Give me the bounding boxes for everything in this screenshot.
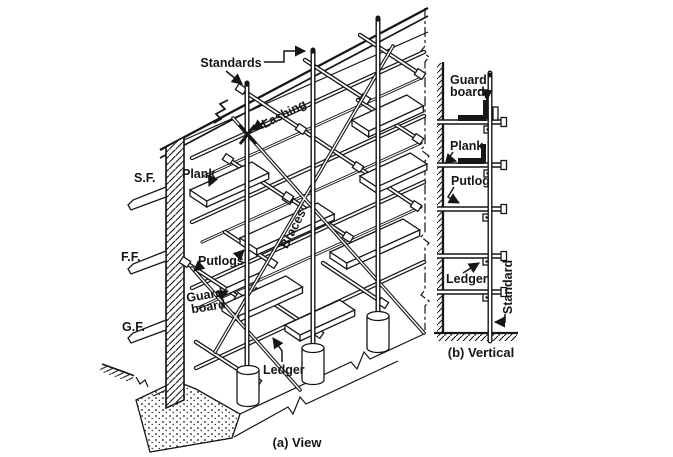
svg-text:Guard: Guard <box>185 285 224 305</box>
label-second-floor: S.F. <box>134 171 156 185</box>
plank-section <box>458 115 486 121</box>
label-ground-floor: G.F. <box>122 320 145 334</box>
break-line-vertical <box>420 8 430 330</box>
label-standard-b: Standard <box>501 260 515 314</box>
caption-view-a: (a) View <box>273 435 323 450</box>
putlog-bars <box>437 116 508 298</box>
label-ledger: Ledger <box>263 363 305 377</box>
label-guard-board-b: Guard board <box>450 73 487 99</box>
leader-arrows-b <box>444 89 506 328</box>
slab-first-floor <box>127 250 167 275</box>
wall-line <box>437 62 445 333</box>
ground-line <box>434 331 518 341</box>
standard-pole <box>487 70 499 344</box>
plank-board <box>283 299 357 343</box>
slab-ground-floor <box>127 319 167 344</box>
svg-text:board: board <box>190 297 226 316</box>
label-ledger-b: Ledger <box>446 272 488 286</box>
label-plank-b: Plank <box>450 139 483 153</box>
guard-board-section <box>483 100 488 119</box>
label-plank: Plank <box>182 167 215 181</box>
foundation <box>135 380 241 453</box>
svg-text:Guard: Guard <box>450 73 487 87</box>
standards-poles <box>244 16 381 370</box>
joint-pin <box>492 106 499 121</box>
svg-text:board: board <box>450 85 485 99</box>
view-a: Standards Lashing S.F. Plank F.F. Putlog… <box>99 6 430 453</box>
ground-break-lines <box>233 333 425 438</box>
caption-view-b: (b) Vertical <box>448 345 514 360</box>
slab-second-floor <box>127 186 167 211</box>
drum-bases <box>236 310 390 408</box>
label-first-floor: F.F. <box>121 250 140 264</box>
label-guard-board: Guard board <box>185 285 226 316</box>
wall-section <box>165 135 185 410</box>
ground-left <box>99 363 149 388</box>
label-standards: Standards <box>200 56 261 70</box>
label-putlog-b: Putlog <box>451 174 490 188</box>
view-b: Guard board Plank Putlog Ledger Standard… <box>434 62 518 360</box>
plank-section <box>458 158 484 164</box>
label-putlogs: Putlogs <box>198 254 244 268</box>
guard-board-section <box>481 144 486 163</box>
break-squiggle <box>213 99 229 124</box>
wall-top-edge <box>159 6 429 159</box>
leader-arrows <box>193 45 307 362</box>
plank-board <box>350 94 425 139</box>
